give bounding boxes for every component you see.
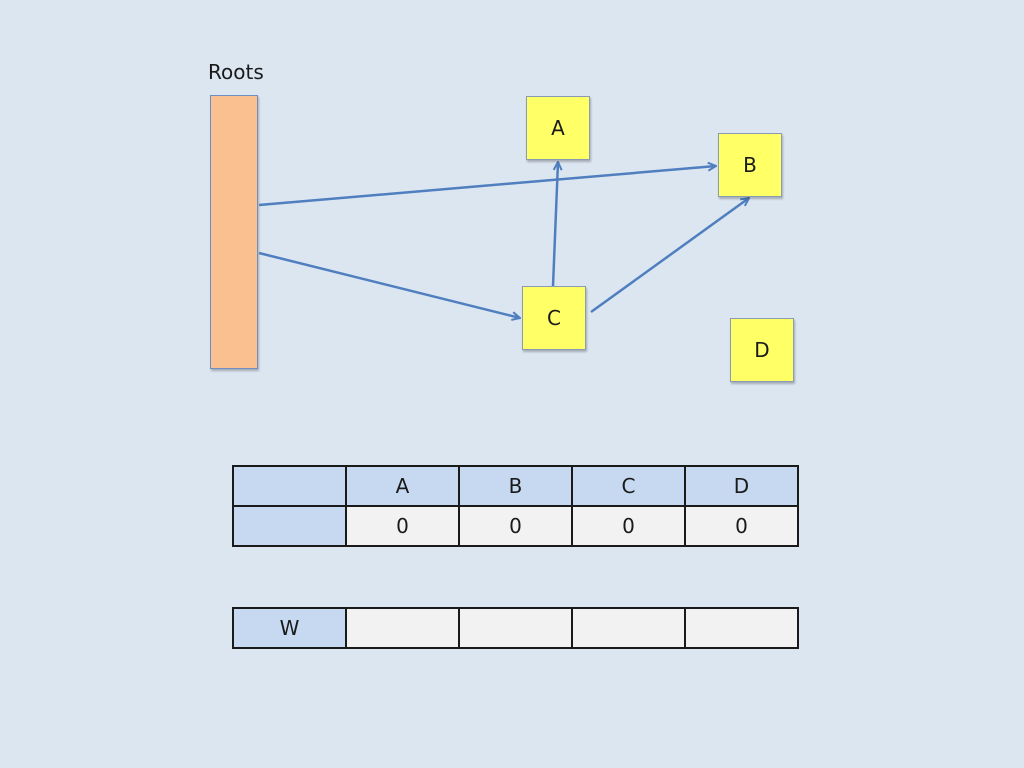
roots-label: Roots <box>208 60 264 84</box>
counts-header-a: A <box>345 465 460 507</box>
counts-header-row: A B C D <box>232 465 799 507</box>
counts-header-b: B <box>458 465 573 507</box>
edge-c-to-b <box>590 198 749 314</box>
count-b: 0 <box>458 505 573 547</box>
counts-table: A B C D 0 0 0 0 <box>232 465 799 547</box>
roots-bar <box>210 95 258 369</box>
counts-value-row: 0 0 0 0 <box>232 505 799 547</box>
worklist-row: W <box>232 607 799 649</box>
worklist-table: W <box>232 607 799 649</box>
counts-row-label <box>232 505 347 547</box>
counts-header-blank <box>232 465 347 507</box>
count-a: 0 <box>345 505 460 547</box>
node-a: A <box>526 96 590 160</box>
counts-header-c: C <box>571 465 686 507</box>
counts-header-d: D <box>684 465 799 507</box>
worklist-cell-2 <box>458 607 573 649</box>
node-c: C <box>522 286 586 350</box>
edge-roots-to-c <box>258 251 520 318</box>
count-d: 0 <box>684 505 799 547</box>
worklist-cell-1 <box>345 607 460 649</box>
count-c: 0 <box>571 505 686 547</box>
node-b: B <box>718 133 782 197</box>
node-d: D <box>730 318 794 382</box>
edge-roots-to-b <box>258 166 716 207</box>
worklist-label: W <box>232 607 347 649</box>
edge-c-to-a <box>551 162 558 287</box>
worklist-cell-3 <box>571 607 686 649</box>
worklist-cell-4 <box>684 607 799 649</box>
